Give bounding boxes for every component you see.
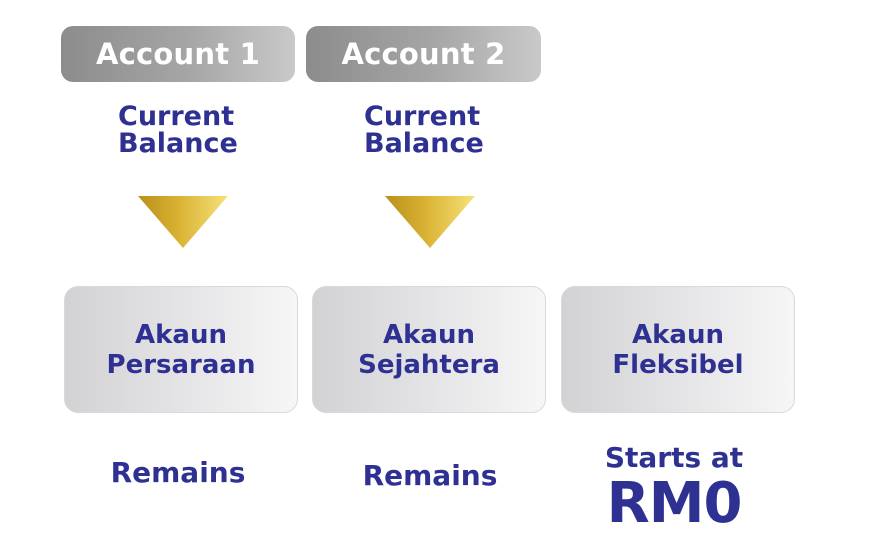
akaun-fleksibel-label: Akaun Fleksibel: [612, 319, 744, 380]
account-2-pill: Account 2: [306, 26, 541, 82]
akaun-persaraan-result: Remains: [110, 456, 246, 489]
akaun-fleksibel-starts-at: Starts at: [604, 441, 744, 474]
account-2-current-balance: Current Balance: [364, 101, 484, 159]
akaun-fleksibel-amount: RM0: [606, 471, 743, 536]
down-triangle-arrow-icon: [138, 196, 228, 248]
account-1-current-balance: Current Balance: [118, 101, 238, 159]
akaun-sejahtera-label: Akaun Sejahtera: [358, 319, 500, 380]
down-triangle-arrow-icon: [385, 196, 475, 248]
akaun-sejahtera-box: Akaun Sejahtera: [312, 286, 546, 413]
akaun-persaraan-box: Akaun Persaraan: [64, 286, 298, 413]
account-1-pill: Account 1: [61, 26, 295, 82]
akaun-fleksibel-box: Akaun Fleksibel: [561, 286, 795, 413]
akaun-sejahtera-result: Remains: [362, 459, 498, 492]
akaun-persaraan-label: Akaun Persaraan: [106, 319, 256, 380]
